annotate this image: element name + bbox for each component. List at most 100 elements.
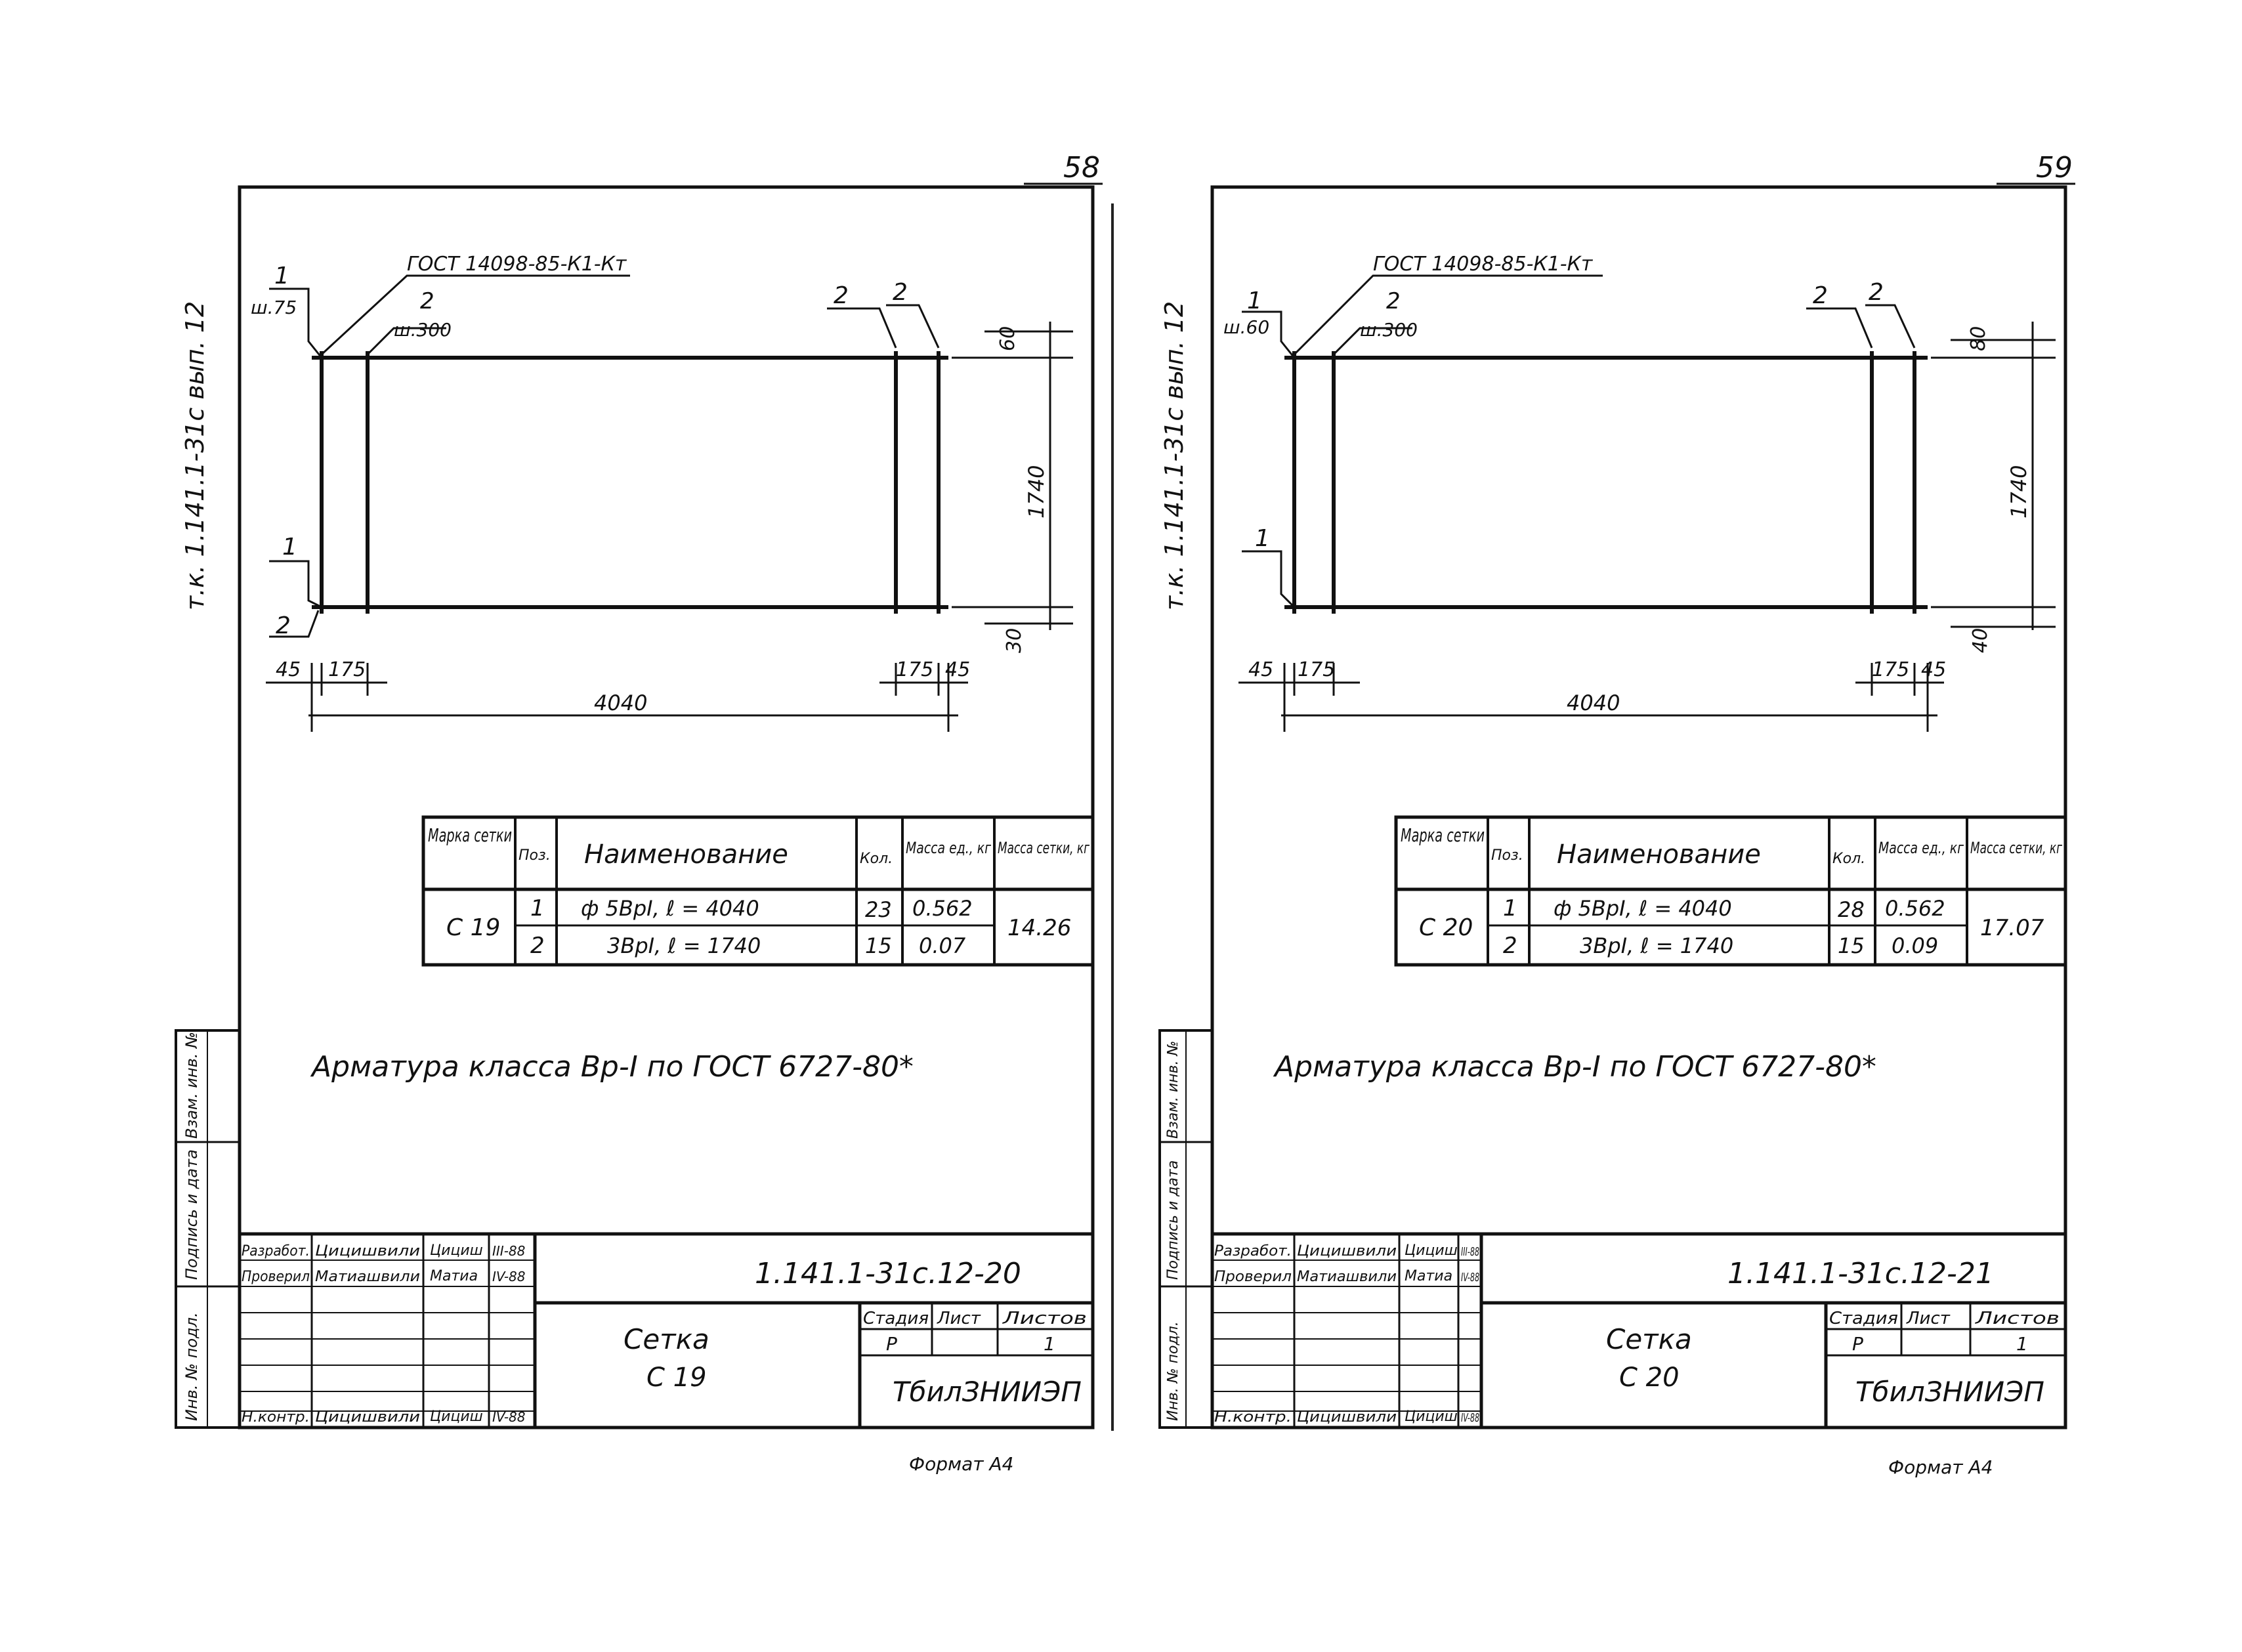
td-unit-mass-2: 0.07 bbox=[919, 933, 966, 958]
label-pos1-left: 1 bbox=[282, 534, 297, 561]
mesh-drawing bbox=[266, 274, 1073, 732]
label-pos2-top: 2 bbox=[1386, 288, 1401, 314]
stamp-sign-1: Цициш bbox=[1405, 1242, 1458, 1259]
td-pos-2: 2 bbox=[1503, 933, 1517, 959]
td-name-2: 3ВрI, ℓ = 1740 bbox=[607, 933, 761, 958]
td-mesh-mass: 17.07 bbox=[1980, 915, 2044, 941]
stamp-role-3: Н.контр. bbox=[242, 1409, 310, 1426]
dim-left-175: 175 bbox=[328, 658, 366, 681]
side-code: т.к. 1.141.1-31с вып. 12 bbox=[180, 301, 209, 610]
label-pos1-top: 1 bbox=[1247, 287, 1262, 314]
th-name: Наименование bbox=[584, 839, 788, 870]
sheet-frame bbox=[1210, 185, 2067, 1430]
label-pitch1: ш.60 bbox=[1223, 316, 1269, 338]
stamp-role-3: Н.контр. bbox=[1214, 1409, 1292, 1426]
stamp-date-1: III-88 bbox=[1461, 1245, 1479, 1259]
stamp-sign-3: Цициш bbox=[1405, 1408, 1458, 1425]
label-pitch1: ш.75 bbox=[251, 297, 297, 318]
stage-value: Р bbox=[886, 1333, 897, 1355]
side-field-orig: Инв. № подл. bbox=[182, 1312, 201, 1421]
title-block bbox=[1212, 1232, 2065, 1428]
dim-left-45: 45 bbox=[276, 658, 301, 681]
sheet-frame bbox=[238, 185, 1095, 1430]
stamp-date-2: IV-88 bbox=[1461, 1271, 1479, 1284]
gost-leader: ГОСТ 14098-85-К1-Кт bbox=[1373, 253, 1594, 276]
dim-bottom-offset: 40 bbox=[1969, 628, 1992, 653]
label-pos1-left: 1 bbox=[1255, 525, 1270, 552]
note: Арматура класса Вр-I по ГОСТ 6727-80* bbox=[1273, 1050, 1876, 1084]
th-qty: Кол. bbox=[1832, 851, 1865, 867]
td-qty-2: 15 bbox=[1838, 933, 1865, 958]
dim-right-175: 175 bbox=[1872, 658, 1909, 681]
td-mesh-mass: 14.26 bbox=[1007, 915, 1071, 941]
th-unit-mass: Масса ед., кг bbox=[1878, 839, 1964, 857]
stamp-sign-2: Матиа bbox=[1405, 1268, 1452, 1284]
stamp-date-3: IV-88 bbox=[492, 1409, 526, 1425]
label-pitch2: ш.300 bbox=[1360, 319, 1418, 341]
mesh-drawing bbox=[1238, 274, 2056, 732]
th-unit-mass: Масса ед., кг bbox=[906, 839, 991, 857]
stamp-name-2: Матиашвили bbox=[315, 1269, 420, 1285]
stamp-mark: С 19 bbox=[646, 1363, 707, 1393]
td-pos-1: 1 bbox=[1503, 895, 1517, 921]
stamp-title: Сетка bbox=[624, 1323, 709, 1355]
side-field-sign: Подпись и дата bbox=[1165, 1160, 1181, 1280]
th-pos: Поз. bbox=[518, 847, 551, 864]
sheet-label: Лист bbox=[1906, 1309, 1951, 1328]
stamp-title: Сетка bbox=[1606, 1323, 1692, 1355]
sheet-59: 59 Взам. инв. № Подпись и дата Инв. № по… bbox=[1158, 151, 2075, 1478]
stamp-mark: С 20 bbox=[1619, 1363, 1680, 1393]
stamp-date-3: IV-88 bbox=[1461, 1411, 1479, 1425]
label-pitch2: ш.300 bbox=[394, 319, 452, 341]
stamp-role-2: Проверил bbox=[1214, 1269, 1292, 1285]
label-pos2-right-a: 2 bbox=[1813, 282, 1828, 309]
stamp-date-2: IV-88 bbox=[492, 1269, 526, 1284]
th-mark: Марка сетки bbox=[428, 824, 512, 846]
label-pos2-right-a: 2 bbox=[834, 282, 849, 309]
td-pos-2: 2 bbox=[530, 933, 545, 959]
side-field-sign: Подпись и дата bbox=[182, 1149, 201, 1280]
dim-top-offset: 60 bbox=[996, 326, 1019, 351]
gost-leader: ГОСТ 14098-85-К1-Кт bbox=[407, 253, 627, 276]
stage-value: Р bbox=[1852, 1333, 1863, 1355]
td-name-1: ф 5ВрI, ℓ = 4040 bbox=[1554, 896, 1732, 921]
dim-length: 4040 bbox=[1567, 690, 1620, 715]
doc-code: 1.141.1-31с.12-21 bbox=[1727, 1257, 1994, 1290]
org-name: ТбилЗНИИЭП bbox=[1855, 1376, 2044, 1408]
spec-table bbox=[1394, 815, 2067, 967]
side-field-inv: Взам. инв. № bbox=[1165, 1041, 1181, 1139]
dim-length: 4040 bbox=[594, 690, 647, 715]
title-block bbox=[240, 1232, 1093, 1428]
label-pos2-right-b: 2 bbox=[1869, 279, 1884, 306]
dim-bottom-offset: 30 bbox=[1003, 628, 1026, 653]
format-label: Формат А4 bbox=[1888, 1456, 1993, 1478]
dim-right-45: 45 bbox=[945, 658, 970, 681]
td-qty-2: 15 bbox=[865, 933, 892, 958]
dim-right-175: 175 bbox=[896, 658, 933, 681]
td-mark: С 19 bbox=[446, 914, 500, 941]
th-pos: Поз. bbox=[1491, 847, 1523, 864]
dim-left-175: 175 bbox=[1298, 658, 1335, 681]
stamp-name-3: Цицишвили bbox=[315, 1409, 420, 1426]
label-pos2-top: 2 bbox=[420, 288, 434, 314]
spec-table bbox=[421, 815, 1095, 967]
dim-top-offset: 80 bbox=[1967, 326, 1990, 351]
td-qty-1: 28 bbox=[1838, 897, 1865, 922]
stamp-name-1: Цицишвили bbox=[315, 1243, 420, 1260]
dim-right-45: 45 bbox=[1921, 658, 1946, 681]
td-name-2: 3ВрI, ℓ = 1740 bbox=[1580, 933, 1733, 958]
td-qty-1: 23 bbox=[865, 897, 892, 922]
page-number: 59 bbox=[2036, 151, 2073, 184]
page-number: 58 bbox=[1063, 151, 1100, 184]
dim-left-45: 45 bbox=[1248, 658, 1273, 681]
stamp-role-1: Разработ. bbox=[1214, 1243, 1292, 1260]
th-mesh-mass: Масса сетки, кг bbox=[998, 839, 1089, 857]
note: Арматура класса Вр-I по ГОСТ 6727-80* bbox=[310, 1050, 914, 1084]
label-pos2-right-b: 2 bbox=[893, 279, 908, 306]
stamp-sign-2: Матиа bbox=[430, 1268, 478, 1284]
doc-code: 1.141.1-31с.12-20 bbox=[755, 1257, 1021, 1290]
stamp-role-1: Разработ. bbox=[242, 1243, 310, 1260]
td-pos-1: 1 bbox=[530, 895, 545, 921]
stamp-sign-1: Цициш bbox=[430, 1242, 483, 1259]
